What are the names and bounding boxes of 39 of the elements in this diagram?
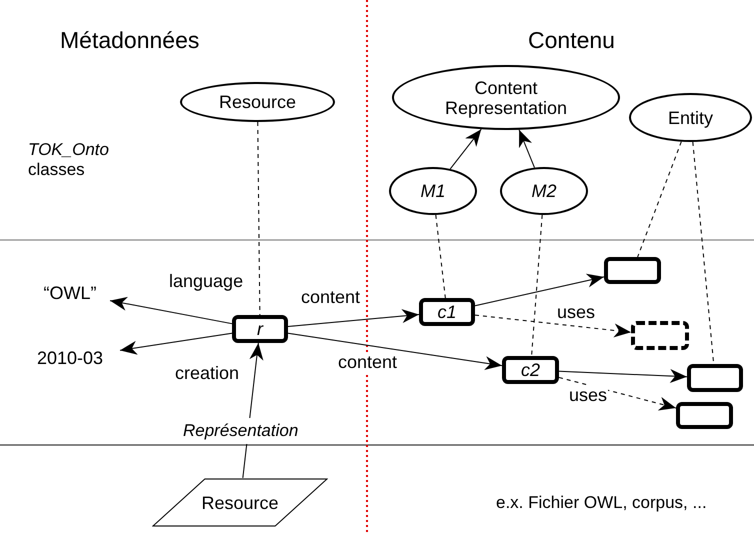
value-text: “OWL” <box>30 282 110 304</box>
arrow <box>558 369 688 384</box>
arrow <box>518 129 535 168</box>
arrow <box>110 296 232 324</box>
node-label: M1 <box>420 181 446 201</box>
arrow <box>288 332 502 370</box>
edge-label: language <box>168 271 244 291</box>
empty-box <box>676 402 733 429</box>
column-heading: Contenu <box>528 26 615 55</box>
node-label: Content Representation <box>444 78 568 118</box>
empty-box <box>604 257 661 284</box>
arrow <box>474 314 632 338</box>
connector-line <box>257 122 260 316</box>
node-label: Resource <box>218 92 296 112</box>
arrow <box>474 274 604 306</box>
node-label: c1 <box>437 302 456 322</box>
node-label: r <box>257 319 263 339</box>
arrow <box>288 309 420 327</box>
node-label: M2 <box>531 181 556 201</box>
node-label: c2 <box>520 360 540 380</box>
node-label: Entity <box>668 108 714 128</box>
resource-parallelogram <box>152 478 328 527</box>
value-text: 2010-03 <box>20 347 120 369</box>
instance-box <box>419 298 475 326</box>
arrow <box>450 128 482 170</box>
column-heading: Métadonnées <box>60 26 200 55</box>
band-label: Représentation <box>183 418 298 444</box>
instance-box <box>232 315 288 343</box>
node-label: Resource <box>201 492 279 512</box>
band-label: e.x. Fichier OWL, corpus, ... <box>496 492 707 514</box>
instance-box <box>502 356 559 384</box>
connector-line <box>637 141 682 258</box>
connector-line <box>435 214 446 298</box>
edge-label: content <box>337 352 398 372</box>
connector-line <box>531 214 543 356</box>
empty-box <box>631 321 689 350</box>
arrow <box>120 332 232 355</box>
empty-box <box>687 364 743 392</box>
band-label: TOK_Onto classes <box>28 140 110 180</box>
